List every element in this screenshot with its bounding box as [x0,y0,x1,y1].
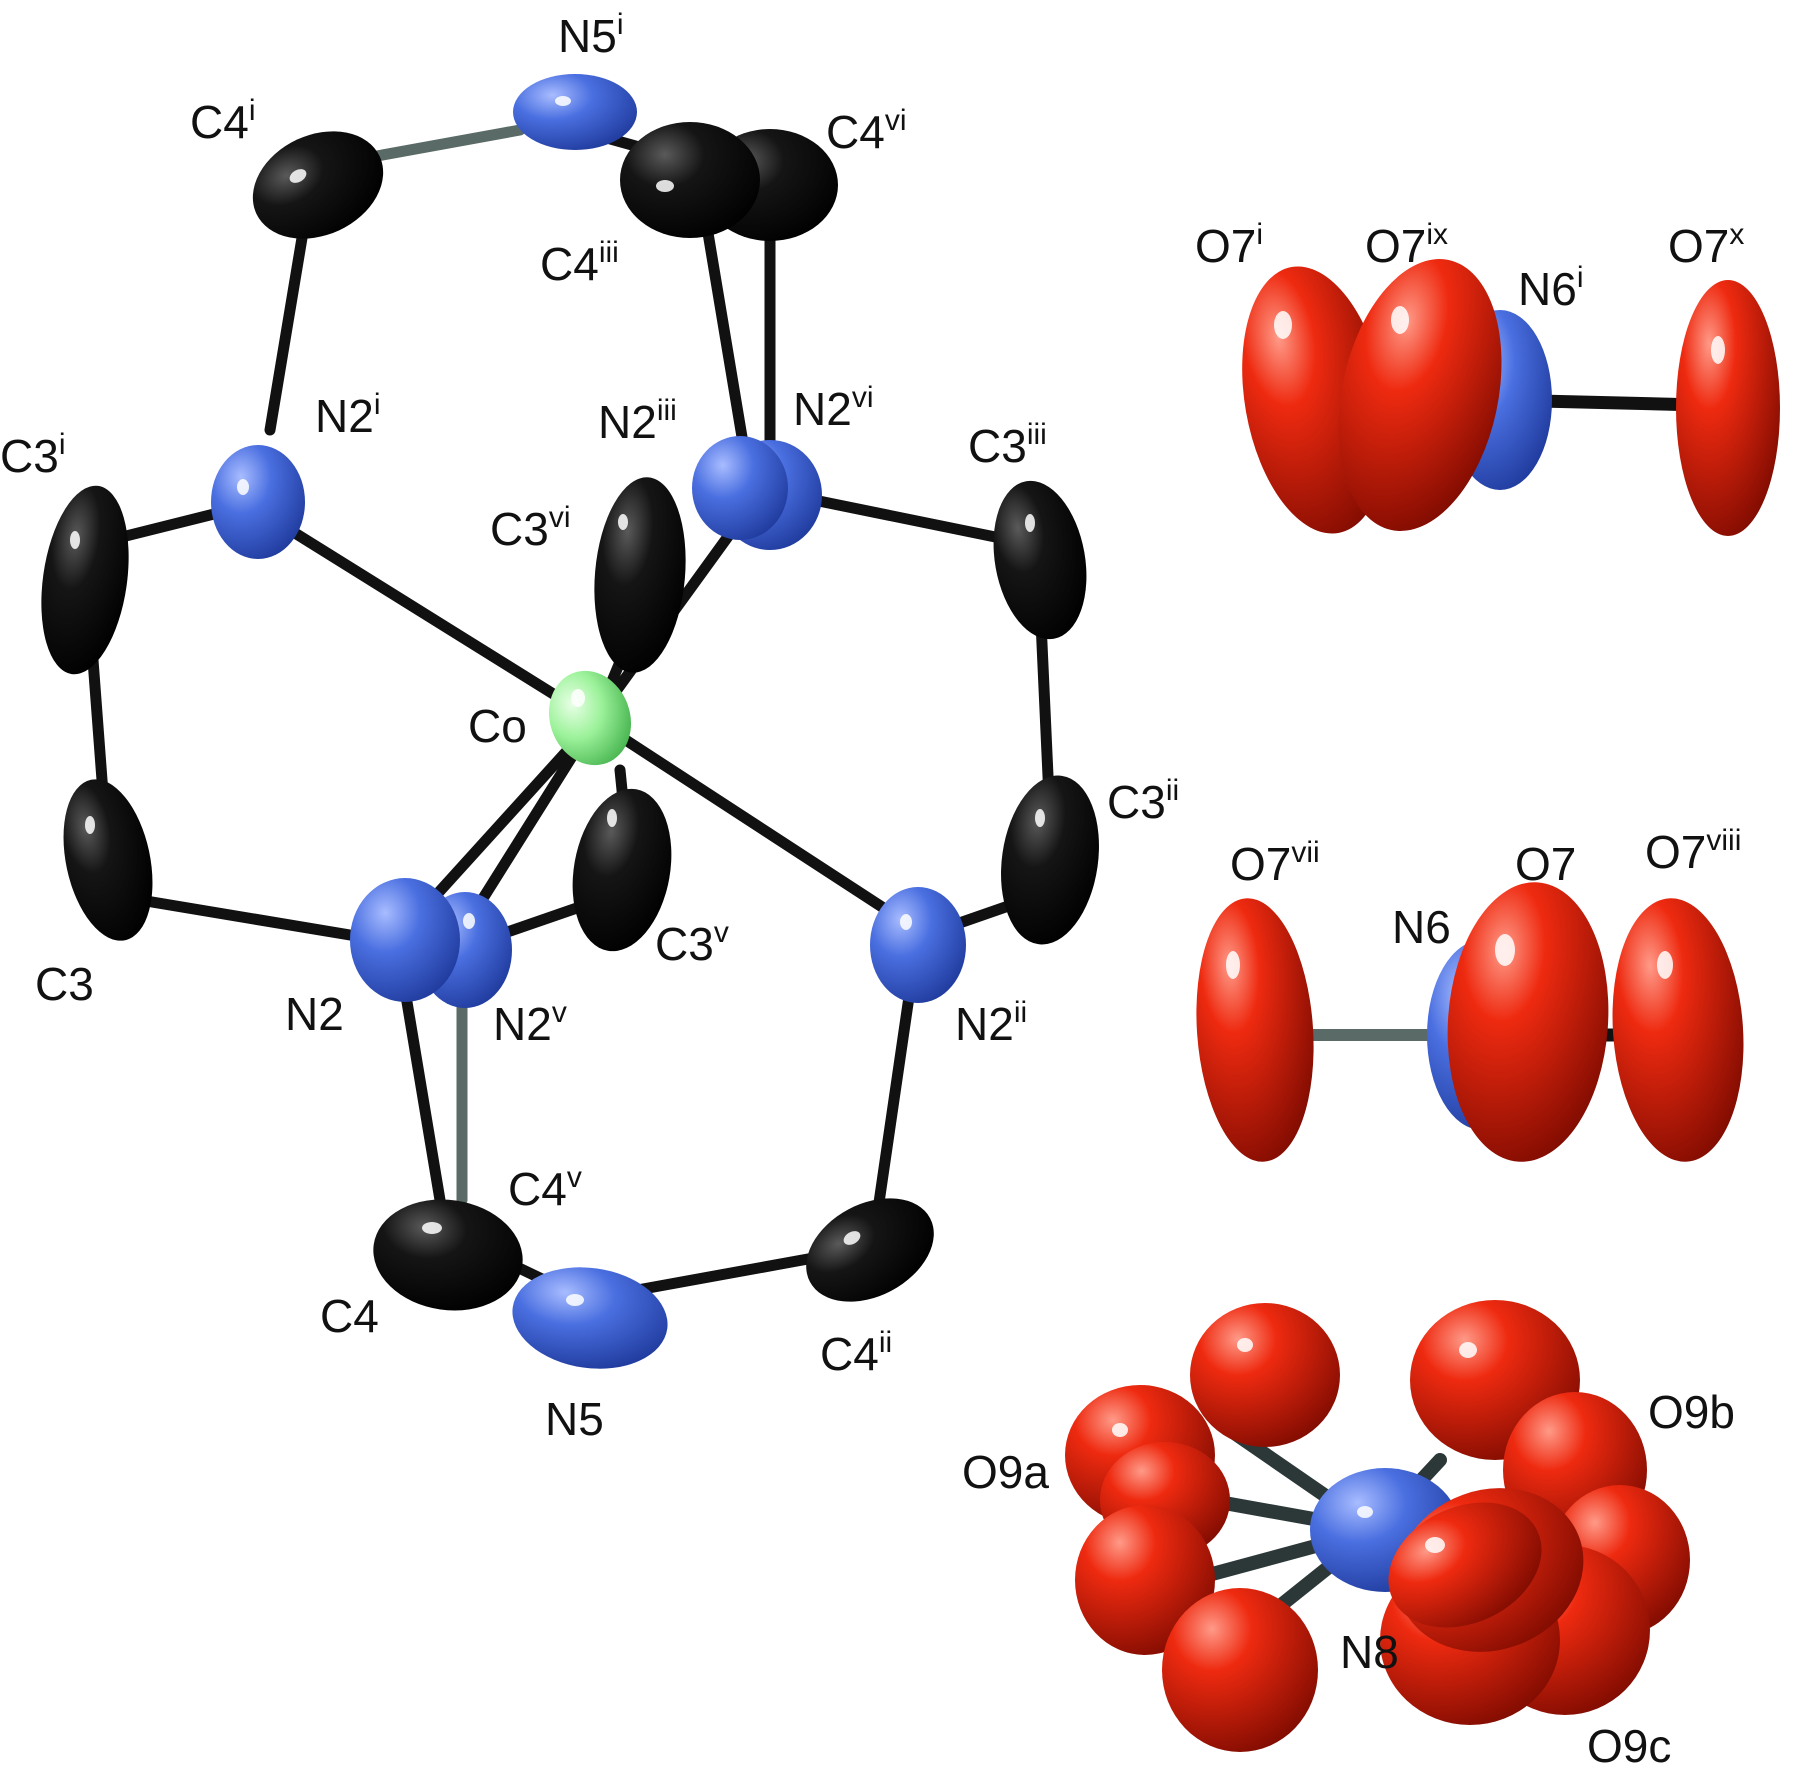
label-c3ii: C3ii [1107,774,1179,828]
atom-n5i [513,74,637,150]
label-o7x: O7x [1668,218,1744,272]
atom-o9-top-left [1190,1303,1340,1447]
atom-c3ii [1001,775,1099,945]
atom-c3v [572,788,672,952]
atom-c3vi [594,477,686,673]
label-n6: N6 [1392,901,1451,953]
atom-o9a-3 [1075,1505,1215,1655]
atom-o7vii [1196,898,1314,1162]
label-n8: N8 [1340,1626,1399,1678]
bond-n2ii-c4ii [869,984,916,1236]
atom-n2iii [692,436,788,540]
atom-o9-front [1388,1502,1542,1628]
atom-c4 [373,1199,523,1311]
atom-o7x [1676,280,1780,536]
label-n2vi: N2vi [793,381,873,435]
label-c3v: C3v [655,916,729,970]
atom-n2 [350,878,460,1002]
label-o9c: O9c [1587,1720,1671,1772]
label-o7viii: O7viii [1645,824,1741,878]
label-c3: C3 [35,958,94,1010]
label-n5i: N5i [558,8,623,62]
atom-o7viii [1612,898,1744,1162]
label-c4ii: C4ii [820,1326,892,1380]
label-n2i: N2i [315,388,380,442]
atom-c4iii [620,122,760,238]
atom-c4ii [806,1198,934,1302]
bond-c4-n2 [399,984,446,1206]
label-n2: N2 [285,988,344,1040]
label-n5: N5 [545,1393,604,1445]
atom-n5 [512,1267,668,1369]
specular-highlights [70,96,1725,1553]
atom-c3 [63,779,153,941]
label-n2v: N2v [493,996,567,1050]
label-o7vii: O7vii [1230,836,1320,890]
atom-o7 [1447,882,1609,1162]
label-o7: O7 [1515,838,1576,890]
nitrate-n6 [1196,882,1744,1162]
label-c3iii: C3iii [968,418,1047,472]
nitrate-n8-disordered [1065,1300,1690,1752]
atom-labels: N5i C4i C4vi C4iii N2i N2iii N2vi C3i C3… [0,8,1744,1772]
label-c4vi: C4vi [826,104,906,158]
label-n2ii: N2ii [955,996,1027,1050]
bond-c4iii-n2iii [699,209,751,461]
atom-o9c-1 [1162,1588,1318,1752]
atom-o7ix [1338,259,1502,531]
atom-c3i [41,485,129,675]
label-o7ix: O7ix [1365,218,1448,272]
bond-c3-n2 [104,889,386,946]
label-c4i: C4i [190,94,255,148]
atom-co [548,670,632,766]
bond-n2i-co [244,499,601,726]
label-o9a: O9a [962,1446,1049,1498]
nitrate-n6i [1242,259,1780,536]
atom-c3iii [993,480,1087,640]
label-c4v: C4v [508,1161,582,1215]
cation-atoms [41,74,1099,1369]
label-c4: C4 [320,1290,379,1342]
label-c3vi: C3vi [490,501,570,555]
label-c3i: C3i [0,428,65,482]
atom-n2ii [870,887,966,1003]
label-co: Co [468,700,527,752]
bond-co-n2ii [589,714,931,941]
label-o7i: O7i [1195,218,1263,272]
label-n2iii: N2iii [598,394,677,448]
label-o9b: O9b [1648,1386,1735,1438]
label-n6i: N6i [1518,261,1583,315]
label-c4iii: C4iii [540,236,619,290]
atom-n2i [211,445,305,559]
atom-c4i [252,131,384,239]
